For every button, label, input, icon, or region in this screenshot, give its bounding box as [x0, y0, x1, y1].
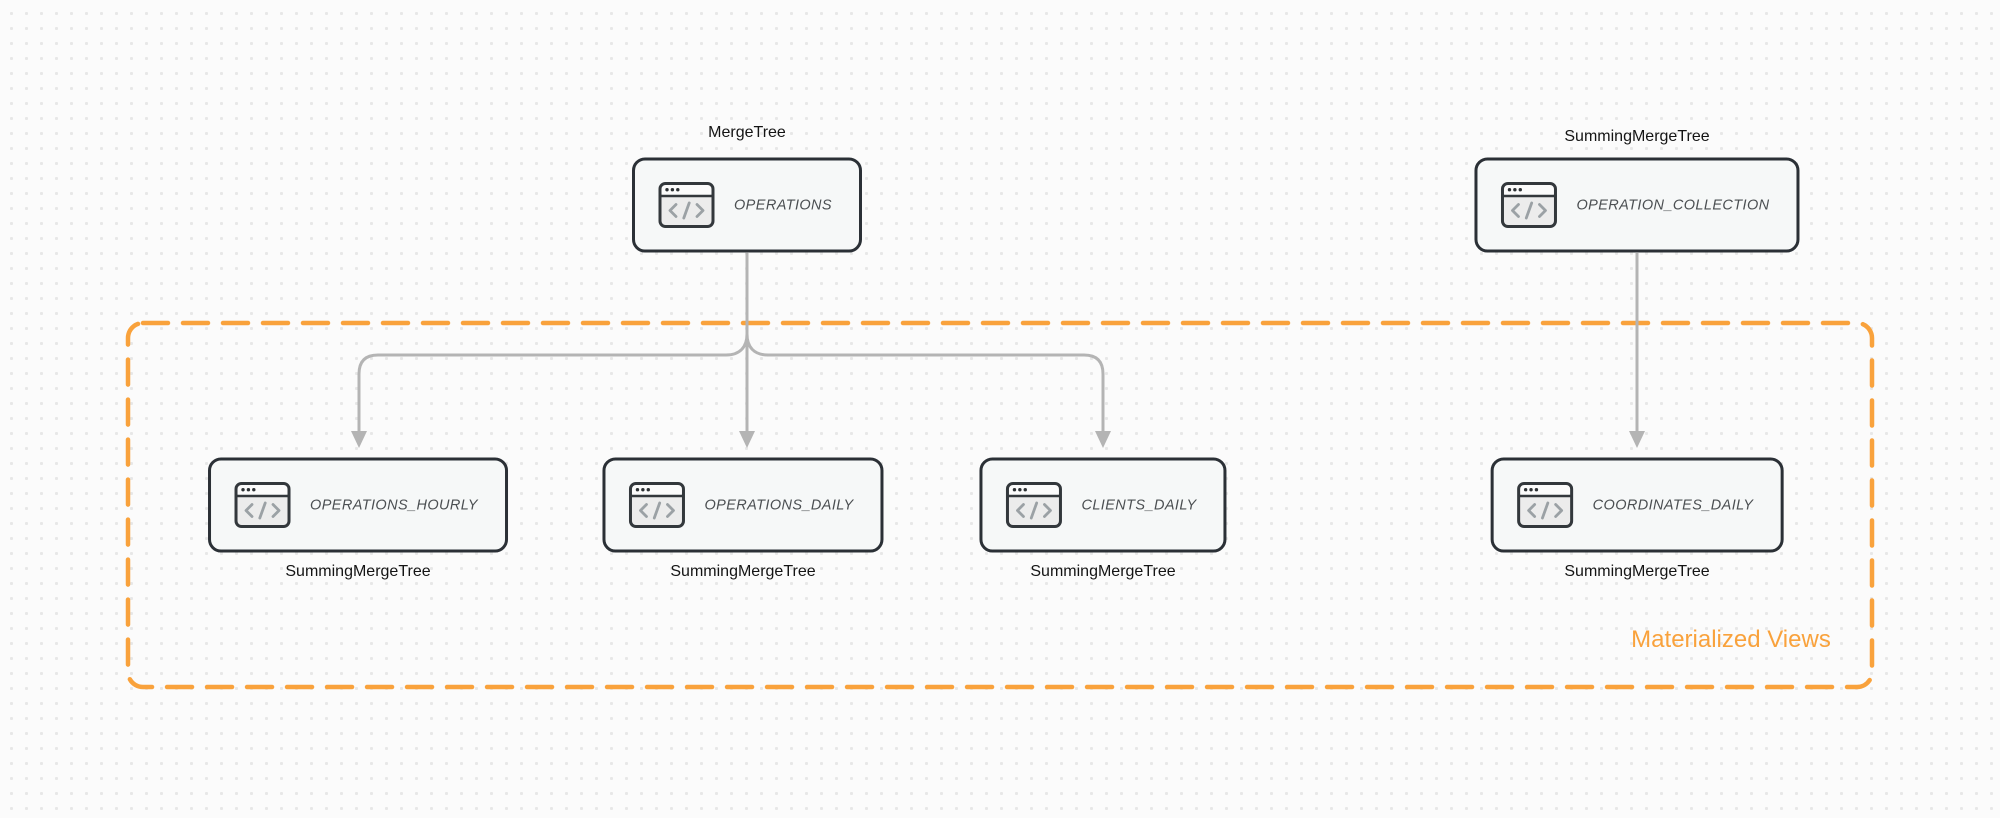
engine-label-coordinates-daily: SummingMergeTree: [1564, 563, 1710, 580]
code-window-icon: [1005, 482, 1062, 529]
node-operations-hourly: OPERATIONS_HOURLY: [208, 457, 508, 553]
node-operations: OPERATIONS: [632, 157, 862, 253]
arrowhead-clients-daily: [1095, 431, 1111, 448]
engine-label-operations: MergeTree: [708, 124, 786, 141]
node-operation-collection: OPERATION_COLLECTION: [1474, 157, 1800, 253]
engine-label-clients-daily: SummingMergeTree: [1030, 563, 1176, 580]
table-name: OPERATIONS: [734, 197, 832, 213]
engine-label-operation-collection: SummingMergeTree: [1564, 128, 1710, 145]
arrowhead-coordinates-daily: [1629, 431, 1645, 448]
code-window-icon: [234, 482, 291, 529]
arrowhead-operations-hourly: [351, 431, 367, 448]
engine-label-operations-daily: SummingMergeTree: [670, 563, 816, 580]
table-name: CLIENTS_DAILY: [1081, 497, 1197, 513]
code-window-icon: [628, 482, 685, 529]
code-window-icon: [1517, 482, 1574, 529]
node-operations-daily: OPERATIONS_DAILY: [602, 457, 884, 553]
node-coordinates-daily: COORDINATES_DAILY: [1490, 457, 1784, 553]
table-name: OPERATION_COLLECTION: [1576, 197, 1770, 213]
code-window-icon: [658, 182, 715, 229]
edge-operations-to-operations-hourly: [357, 333, 749, 431]
table-name: COORDINATES_DAILY: [1592, 497, 1754, 513]
code-window-icon: [1500, 182, 1557, 229]
edge-operations-to-clients-daily: [745, 333, 1105, 431]
materialized-views-group-label: Materialized Views: [1631, 626, 1831, 653]
table-name: OPERATIONS_DAILY: [704, 497, 854, 513]
table-name: OPERATIONS_HOURLY: [310, 497, 478, 513]
arrowhead-operations-daily: [739, 431, 755, 448]
node-clients-daily: CLIENTS_DAILY: [979, 457, 1227, 553]
engine-label-operations-hourly: SummingMergeTree: [285, 563, 431, 580]
